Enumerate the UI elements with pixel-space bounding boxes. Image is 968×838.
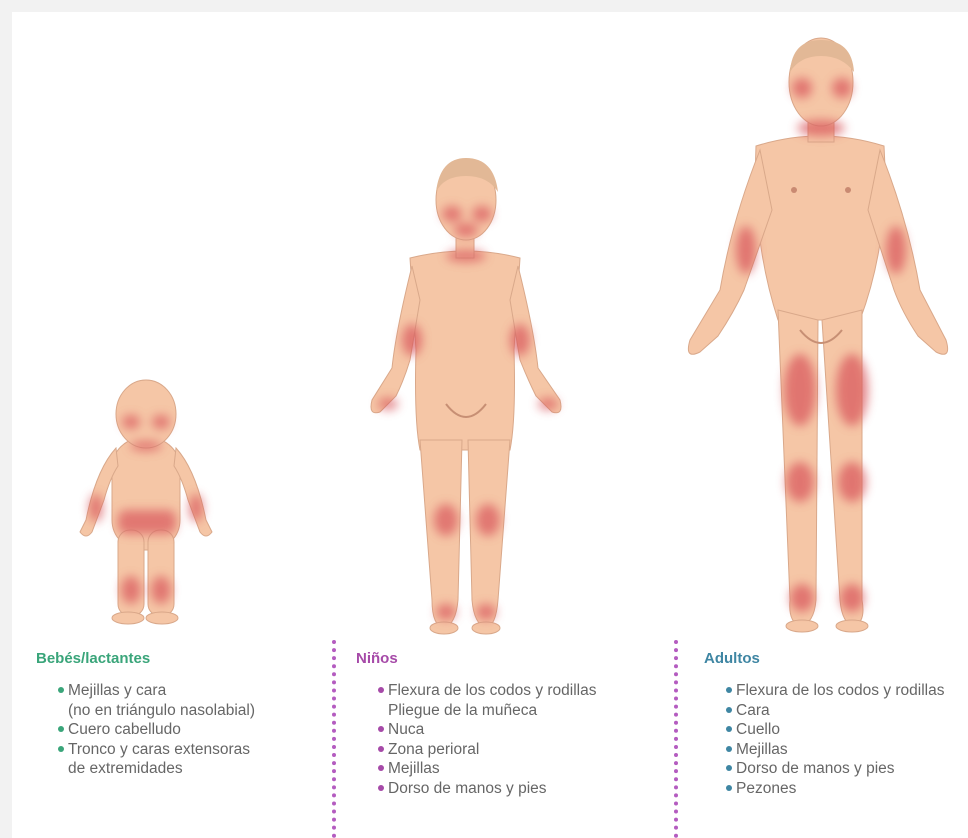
group-title-children: Niños bbox=[356, 650, 666, 667]
bullet-dot bbox=[378, 726, 384, 732]
list-item-text: Nuca bbox=[388, 720, 666, 740]
child-figure bbox=[371, 158, 561, 634]
bullet-dot bbox=[58, 726, 64, 732]
list-item-text: Pliegue de la muñeca bbox=[388, 701, 666, 721]
list-item-text: de extremidades bbox=[68, 759, 326, 779]
symptom-list-infants: Mejillas y cara(no en triángulo nasolabi… bbox=[36, 681, 326, 779]
infant-figure bbox=[80, 380, 212, 624]
list-item: Cuello bbox=[726, 720, 968, 740]
list-item-text: Dorso de manos y pies bbox=[736, 759, 968, 779]
list-item: Flexura de los codos y rodillas bbox=[726, 681, 968, 701]
bullet-dot bbox=[726, 707, 732, 713]
bullet-dot bbox=[378, 765, 384, 771]
bullet-dot bbox=[378, 746, 384, 752]
list-item-text: (no en triángulo nasolabial) bbox=[68, 701, 326, 721]
list-item-text: Flexura de los codos y rodillas bbox=[388, 681, 666, 701]
body-figures bbox=[0, 0, 968, 640]
bullet-dot bbox=[726, 726, 732, 732]
list-item-text: Cara bbox=[736, 701, 968, 721]
bullet-dot bbox=[726, 746, 732, 752]
group-title-adults: Adultos bbox=[704, 650, 968, 667]
bullet-dot bbox=[58, 746, 64, 752]
list-item-text: Mejillas bbox=[736, 740, 968, 760]
bullet-dot bbox=[726, 785, 732, 791]
list-item-text: Cuello bbox=[736, 720, 968, 740]
divider-right bbox=[674, 640, 678, 838]
list-item: Nuca bbox=[378, 720, 666, 740]
list-item: Cuero cabelludo bbox=[58, 720, 326, 740]
group-title-infants: Bebés/lactantes bbox=[36, 650, 326, 667]
list-item: Cara bbox=[726, 701, 968, 721]
list-item: Mejillas bbox=[378, 759, 666, 779]
list-item-text: Zona perioral bbox=[388, 740, 666, 760]
list-item-text: Mejillas bbox=[388, 759, 666, 779]
bullet-dot bbox=[726, 687, 732, 693]
list-item-text: Dorso de manos y pies bbox=[388, 779, 666, 799]
divider-left bbox=[332, 640, 336, 838]
list-item: Zona perioral bbox=[378, 740, 666, 760]
list-item: Dorso de manos y pies bbox=[726, 759, 968, 779]
bullet-dot bbox=[726, 765, 732, 771]
list-item: Mejillas y cara(no en triángulo nasolabi… bbox=[58, 681, 326, 720]
list-item: Pezones bbox=[726, 779, 968, 799]
bullet-dot bbox=[378, 687, 384, 693]
group-infants: Bebés/lactantes Mejillas y cara(no en tr… bbox=[36, 650, 326, 779]
adult-figure bbox=[688, 38, 947, 632]
list-item-text: Cuero cabelludo bbox=[68, 720, 326, 740]
bullet-dot bbox=[378, 785, 384, 791]
list-item-text: Pezones bbox=[736, 779, 968, 799]
bullet-dot bbox=[58, 687, 64, 693]
list-item-text: Tronco y caras extensoras bbox=[68, 740, 326, 760]
list-item: Dorso de manos y pies bbox=[378, 779, 666, 799]
list-item: Mejillas bbox=[726, 740, 968, 760]
list-item-text: Mejillas y cara bbox=[68, 681, 326, 701]
list-item-text: Flexura de los codos y rodillas bbox=[736, 681, 968, 701]
